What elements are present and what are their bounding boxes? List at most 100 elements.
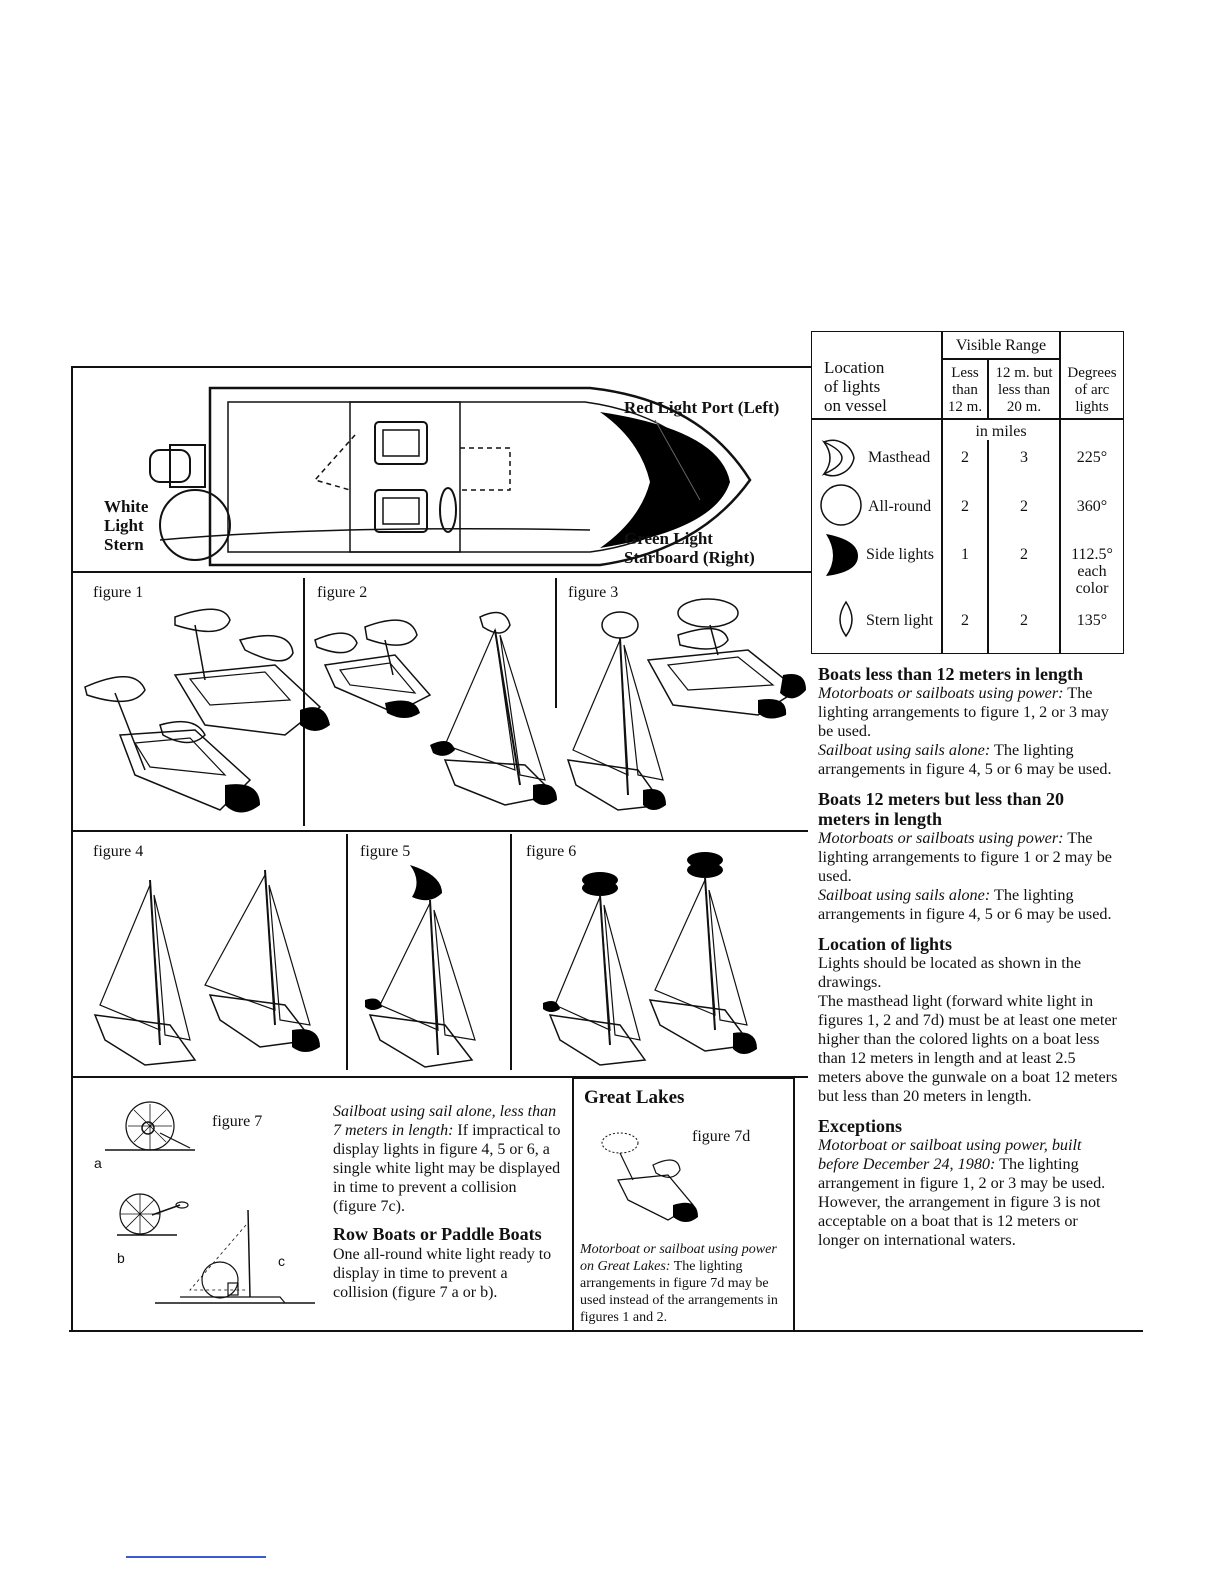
boats-12-20m-p1-body: The lighting arrangements to figure 1 or… — [818, 829, 1112, 885]
figure-6-sailboats — [543, 852, 757, 1066]
col-12m-2: less than — [997, 382, 1051, 398]
row-masthead-deg: 225° — [1076, 449, 1108, 466]
row-allround-less: 2 — [961, 498, 969, 515]
row-masthead-name: Masthead — [868, 449, 931, 466]
col-degrees-1: Degrees — [1067, 365, 1117, 381]
row-allround-name: All-round — [868, 498, 932, 515]
table-vline-1 — [941, 332, 943, 653]
exceptions-p1-body: The lighting arrangement in figure 1, 2 … — [818, 1155, 1106, 1249]
boats-12-20m-p1: Motorboats or sailboats using power: The… — [818, 829, 1118, 886]
fig-row2-divider-2 — [510, 834, 512, 1070]
fig-row1-divider-2 — [555, 578, 557, 708]
white-light-label-2: Light — [104, 516, 144, 535]
exceptions-p1-lead: Motorboat or sailboat using power, built… — [818, 1136, 1082, 1173]
table-vline-2b — [987, 440, 989, 653]
sail-alone-body: If impractical to display lights in figu… — [333, 1122, 561, 1215]
green-light-label: Green Light — [624, 529, 713, 548]
table-vline-2 — [987, 358, 989, 418]
hero-bottom-rule — [72, 571, 811, 573]
row-sidelights-mid: 2 — [1020, 546, 1028, 563]
green-light-label-2: Starboard (Right) — [624, 548, 755, 567]
boats-less-12m-p2-body: The lighting arrangements in figure 4, 5… — [818, 741, 1112, 778]
boats-12-20m-p1-lead: Motorboats or sailboats using power: — [818, 829, 1064, 847]
row-sidelights-deg: 112.5° — [1071, 546, 1113, 563]
row-boats-paragraph: One all-round white light ready to displ… — [333, 1246, 552, 1301]
row-sidelights-deg3: color — [1075, 580, 1109, 597]
red-light-label: Red Light Port (Left) — [624, 398, 780, 417]
col-less-2: than — [952, 382, 978, 398]
col-location-1: Location — [824, 358, 885, 377]
bottom-row-bottom-rule — [69, 1330, 1143, 1332]
location-of-lights-p2: The masthead light (forward white light … — [818, 992, 1118, 1105]
row-masthead-less: 2 — [961, 449, 969, 466]
col-degrees-3: lights — [1075, 399, 1109, 415]
figure-7-caption: figure 7 — [212, 1113, 263, 1130]
boats-12-20m-p2-body: The lighting arrangements in figure 4, 5… — [818, 886, 1112, 923]
location-of-lights-heading: Location of lights — [818, 934, 953, 954]
hero-top-rule — [72, 366, 811, 368]
row-stern-mid: 2 — [1020, 612, 1028, 629]
great-lakes-left-rule — [572, 1077, 574, 1331]
figure-1-caption: figure 1 — [93, 584, 144, 601]
row-stern-name: Stern light — [866, 612, 934, 629]
great-lakes-lead: Motorboat or sailboat using power on Gre… — [580, 1242, 777, 1274]
great-lakes-right-rule — [793, 1077, 795, 1331]
masthead-icon — [821, 439, 855, 477]
stern-light-icon — [839, 600, 853, 638]
row-sidelights-name: Side lights — [866, 546, 935, 563]
figure-1-motorboats — [84, 608, 330, 813]
fig-row2-divider-1 — [346, 834, 348, 1070]
fig-row1-divider-1 — [303, 578, 305, 826]
col-less-3: 12 m. — [947, 399, 983, 415]
row-boats-heading: Row Boats or Paddle Boats — [333, 1224, 542, 1244]
row-sidelights-less: 1 — [961, 546, 969, 563]
footer-link-rule — [126, 1556, 266, 1558]
boats-less-12m-p2: Sailboat using sails alone: The lighting… — [818, 741, 1118, 779]
hero-left-rule — [71, 366, 73, 1331]
great-lakes-title: Great Lakes — [584, 1087, 685, 1108]
location-of-lights-p1: Lights should be located as shown in the… — [818, 954, 1082, 991]
figure-7a-label: a — [94, 1155, 102, 1171]
col-12m-1: 12 m. but — [995, 365, 1053, 381]
great-lakes-top-rule — [572, 1077, 794, 1079]
visible-range-header: Visible Range — [955, 337, 1047, 354]
sail-alone-paragraph: Sailboat using sail alone, less than 7 m… — [333, 1102, 561, 1216]
boats-less-12m-heading: Boats less than 12 meters in length — [818, 664, 1083, 684]
fig-row1-bottom-rule — [72, 830, 808, 832]
table-hline-1 — [941, 358, 1059, 360]
col-less-1: Less — [951, 365, 979, 381]
boat-top-view-diagram — [149, 386, 752, 567]
boats-12-20m-p2-lead: Sailboat using sails alone: — [818, 886, 991, 904]
bottom-row-top-rule — [72, 1076, 572, 1078]
figure-5-caption: figure 5 — [360, 843, 411, 860]
lights-table: Visible Range Location of lights on vess… — [811, 331, 1124, 654]
figure-7b-paddleboat — [117, 1193, 189, 1236]
figure-7c-sailboat — [155, 1209, 315, 1304]
side-lights-icon — [826, 534, 858, 576]
great-lakes-text: Motorboat or sailboat using power on Gre… — [580, 1241, 788, 1326]
row-allround-deg: 360° — [1076, 498, 1108, 515]
boats-less-12m-p1-lead: Motorboats or sailboats using power: — [818, 684, 1064, 702]
white-light-label: White — [104, 497, 149, 516]
figure-4-caption: figure 4 — [93, 843, 144, 860]
in-miles-label: in miles — [975, 423, 1027, 440]
figure-4-sailboats — [93, 869, 320, 1066]
figure-2-motorboat-and-sailboat — [314, 611, 557, 806]
row-sidelights-deg2: each — [1077, 563, 1107, 580]
row-stern-deg: 135° — [1076, 612, 1108, 629]
boats-12-20m-heading: Boats 12 meters but less than 20 meters … — [818, 789, 1064, 829]
white-light-label-3: Stern — [104, 535, 144, 554]
figure-3-sailboat-and-motorboat — [566, 598, 806, 811]
col-12m-3: 20 m. — [1006, 399, 1042, 415]
col-location-2: of lights — [824, 377, 881, 396]
figure-2-caption: figure 2 — [317, 584, 368, 601]
figure-3-caption: figure 3 — [568, 584, 619, 601]
boats-12-20m-p2: Sailboat using sails alone: The lighting… — [818, 886, 1118, 924]
figure-7a-rowboat — [105, 1101, 195, 1151]
exceptions-heading: Exceptions — [818, 1116, 903, 1136]
boats-less-12m-p1-body: The lighting arrangements to figure 1, 2… — [818, 684, 1109, 740]
row-stern-less: 2 — [961, 612, 969, 629]
col-degrees-2: of arc — [1074, 382, 1110, 398]
figure-7c-label: c — [278, 1253, 285, 1269]
mid-column-text: Sailboat using sail alone, less than 7 m… — [333, 1102, 561, 1302]
